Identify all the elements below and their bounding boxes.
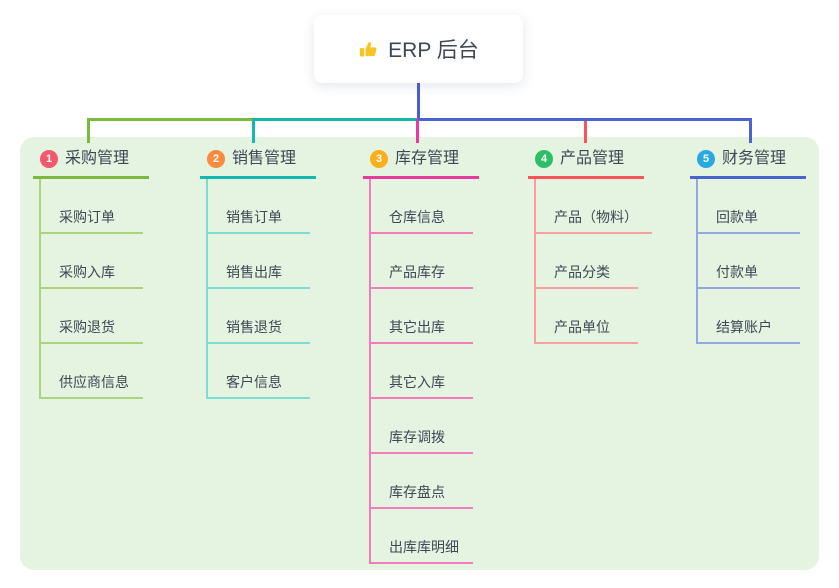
child-node[interactable]: 其它入库 [371,344,473,399]
root-connector-line [417,83,420,120]
branch-title: 财务管理 [722,150,787,167]
branch-children: 回款单 付款单 结算账户 [696,179,800,344]
branch-number-badge: 1 [40,150,58,168]
branch-header[interactable]: 4 产品管理 [528,143,645,179]
child-node[interactable]: 销售订单 [208,179,310,234]
child-label: 其它出库 [389,319,445,335]
root-node[interactable]: ERP 后台 [314,15,523,83]
branch-title: 库存管理 [395,150,460,167]
child-node[interactable]: 付款单 [698,234,800,289]
branch-column: 4 产品管理 产品（物料） 产品分类 产品单位 [528,143,652,344]
child-label: 产品单位 [554,319,610,335]
branch-children: 销售订单 销售出库 销售退货 客户信息 [206,179,310,399]
child-label: 产品分类 [554,264,610,280]
branch-drop-line [584,121,587,143]
child-label: 其它入库 [389,374,445,390]
branch-title: 产品管理 [560,150,625,167]
branch-children: 仓库信息 产品库存 其它出库 其它入库 库存调拨 库存盘点 出库库明细 [369,179,473,564]
child-node[interactable]: 采购入库 [41,234,143,289]
branch-children: 产品（物料） 产品分类 产品单位 [534,179,652,344]
child-label: 库存调拨 [389,429,445,445]
branch-drop-line [252,121,255,143]
child-node[interactable]: 客户信息 [208,344,310,399]
child-node[interactable]: 产品单位 [536,289,638,344]
child-node[interactable]: 出库库明细 [371,509,473,564]
child-label: 仓库信息 [389,209,445,225]
child-label: 产品（物料） [554,209,638,225]
bus-segment [252,118,421,121]
branch-drop-line [416,121,419,143]
branch-title: 采购管理 [65,150,130,167]
child-label: 结算账户 [716,319,772,335]
child-label: 采购退货 [59,319,115,335]
branch-column: 3 库存管理 仓库信息 产品库存 其它出库 其它入库 库存调拨 库存盘点 出库库… [363,143,480,564]
child-node[interactable]: 库存盘点 [371,454,473,509]
child-node[interactable]: 采购订单 [41,179,143,234]
child-label: 销售订单 [226,209,282,225]
child-label: 付款单 [716,264,758,280]
child-node[interactable]: 结算账户 [698,289,800,344]
branch-number-badge: 2 [207,150,225,168]
child-label: 销售退货 [226,319,282,335]
branch-number-badge: 3 [370,150,388,168]
branch-column: 2 销售管理 销售订单 销售出库 销售退货 客户信息 [200,143,317,399]
child-node[interactable]: 其它出库 [371,289,473,344]
child-label: 出库库明细 [389,539,459,555]
root-label: ERP 后台 [388,39,479,62]
child-node[interactable]: 销售出库 [208,234,310,289]
branch-children: 采购订单 采购入库 采购退货 供应商信息 [39,179,143,399]
branch-drop-line [749,121,752,143]
child-label: 供应商信息 [59,374,129,390]
branch-column: 1 采购管理 采购订单 采购入库 采购退货 供应商信息 [33,143,150,399]
branch-title: 销售管理 [232,150,297,167]
child-label: 采购订单 [59,209,115,225]
branch-drop-line [87,121,90,143]
child-node[interactable]: 仓库信息 [371,179,473,234]
child-node[interactable]: 产品分类 [536,234,638,289]
branch-header[interactable]: 3 库存管理 [363,143,480,179]
child-node[interactable]: 采购退货 [41,289,143,344]
child-node[interactable]: 产品库存 [371,234,473,289]
child-label: 回款单 [716,209,758,225]
child-label: 销售出库 [226,264,282,280]
child-label: 产品库存 [389,264,445,280]
branch-number-badge: 5 [697,150,715,168]
child-label: 库存盘点 [389,484,445,500]
bus-segment [418,118,752,121]
branch-column: 5 财务管理 回款单 付款单 结算账户 [690,143,807,344]
child-node[interactable]: 供应商信息 [41,344,143,399]
thumbs-up-icon [360,42,377,57]
branch-panel [20,137,819,570]
child-node[interactable]: 回款单 [698,179,800,234]
branch-header[interactable]: 2 销售管理 [200,143,317,179]
branch-header[interactable]: 5 财务管理 [690,143,807,179]
child-node[interactable]: 库存调拨 [371,399,473,454]
child-label: 采购入库 [59,264,115,280]
child-node[interactable]: 产品（物料） [536,179,652,234]
branch-header[interactable]: 1 采购管理 [33,143,150,179]
child-label: 客户信息 [226,374,282,390]
branch-number-badge: 4 [535,150,553,168]
child-node[interactable]: 销售退货 [208,289,310,344]
